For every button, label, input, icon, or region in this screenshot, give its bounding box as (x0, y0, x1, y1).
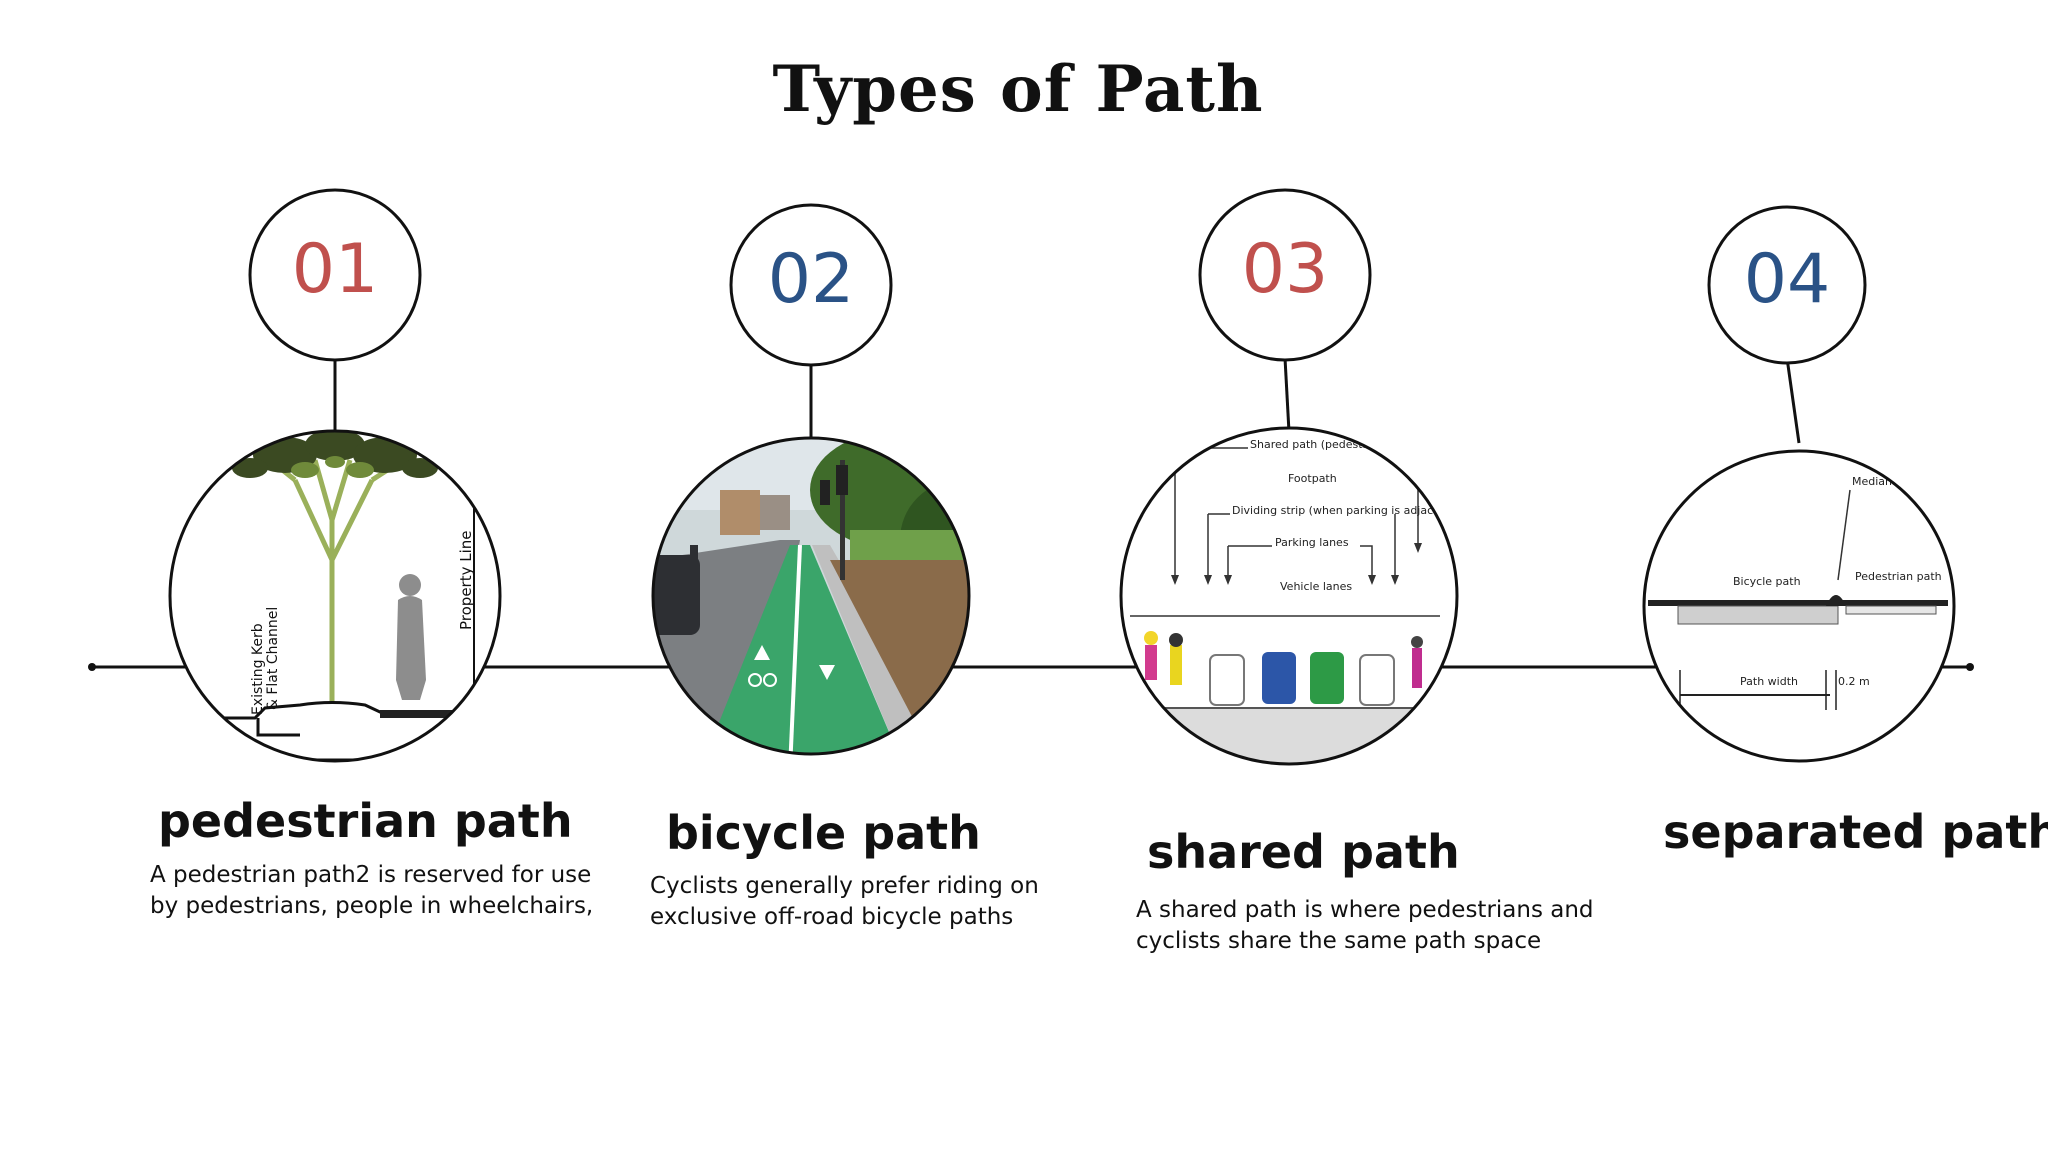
property-line-label: Property Line (457, 531, 475, 631)
heading-bicycle-path: bicycle path (666, 806, 981, 860)
heading-separated-path: separated path (1663, 805, 2048, 859)
shared-label-4: Parking lanes (1275, 536, 1349, 549)
description-bicycle-path: Cyclists generally prefer riding on excl… (650, 871, 1039, 933)
number-circle-04 (1707, 205, 1867, 365)
description-pedestrian-path: A pedestrian path2 is reserved for use b… (150, 860, 593, 922)
separated-label-2: Bicycle path (1733, 575, 1801, 588)
shared-label-5: Vehicle lanes (1280, 580, 1352, 593)
step-number-04: 04 (1743, 240, 1831, 319)
description-shared-path: A shared path is where pedestrians and c… (1136, 895, 1594, 957)
description-line: A pedestrian path2 is reserved for use (150, 862, 592, 888)
step-number-01: 01 (291, 230, 379, 309)
illustration-frame-03 (1119, 426, 1459, 766)
connector-04 (1785, 357, 1801, 444)
description-line: Cyclists generally prefer riding on (650, 873, 1039, 899)
description-line: A shared path is where pedestrians and (1136, 897, 1594, 923)
number-circle-02 (729, 203, 893, 367)
step-number-03: 03 (1241, 230, 1329, 309)
separated-path-illustration: Median kerb Bicycle path Pedestrian path… (1644, 451, 1954, 761)
bicycle-path-illustration (653, 438, 969, 754)
separated-label-5: 0.2 m (1838, 675, 1870, 688)
separated-label-4: Path width (1740, 675, 1798, 688)
shared-label-3: Dividing strip (when parking is adjacent… (1232, 504, 1456, 517)
timeline-start-dot (88, 663, 96, 671)
heading-shared-path: shared path (1147, 825, 1460, 879)
heading-pedestrian-path: pedestrian path (158, 794, 573, 848)
illustration-frame-01 (168, 429, 502, 763)
shared-label-2: Footpath (1288, 472, 1337, 485)
description-line: cyclists share the same path space (1136, 928, 1542, 954)
connector-03 (1283, 357, 1291, 433)
separated-label-3: Pedestrian path (1855, 570, 1942, 583)
kerb-label-2: & Flat Channel (265, 607, 281, 710)
description-line: exclusive off-road bicycle paths (650, 904, 1014, 930)
kerb-label-1: Existing Kerb (250, 623, 266, 715)
number-circle-01 (248, 188, 422, 362)
illustration-frame-04 (1642, 449, 1956, 763)
timeline-end-dot (1966, 663, 1974, 671)
page-title: Types of Path (772, 52, 1264, 127)
illustration-frame-02 (651, 436, 971, 756)
number-circle-03 (1198, 188, 1372, 362)
step-number-02: 02 (767, 240, 855, 319)
description-line: by pedestrians, people in wheelchairs, (150, 893, 594, 919)
